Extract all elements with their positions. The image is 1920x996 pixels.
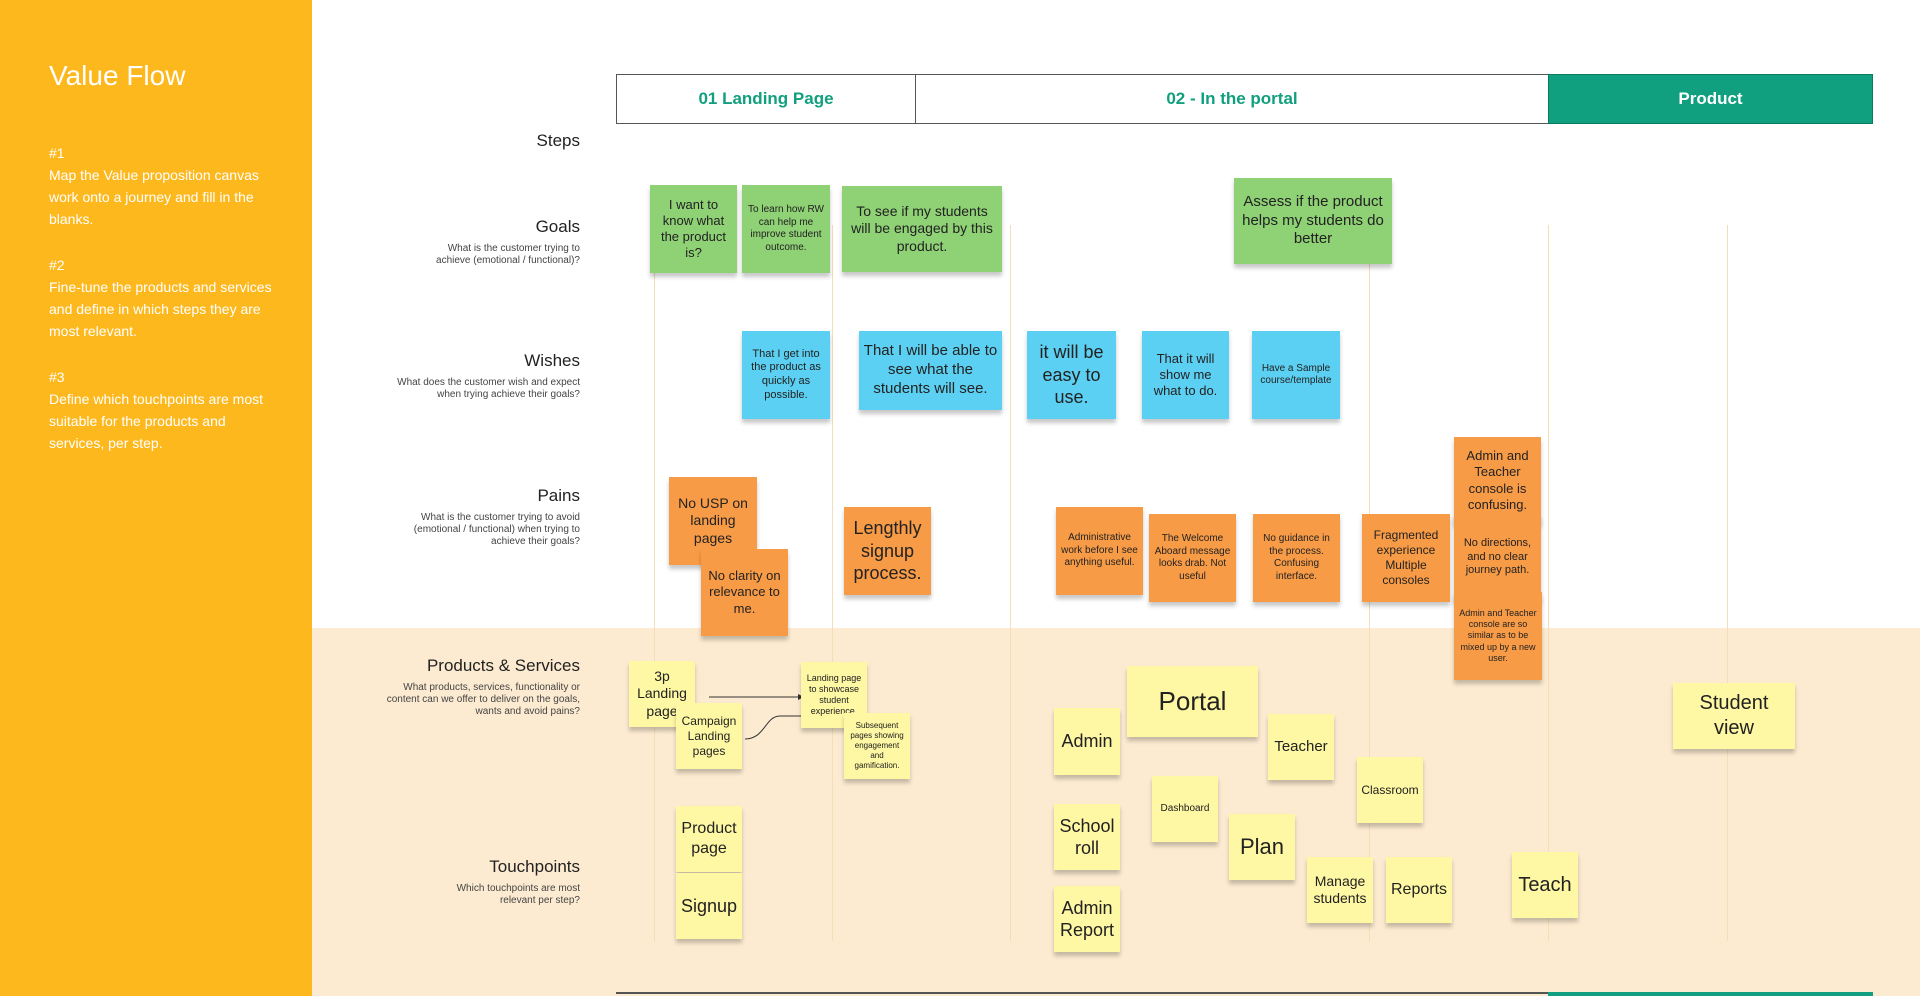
instruction-2-text: Fine-tune the products and services and …: [49, 279, 272, 339]
column-divider: [1548, 225, 1549, 941]
row-touchpoints-description: Which touchpoints are most relevant per …: [456, 883, 580, 906]
sticky-note-product[interactable]: Admin: [1054, 708, 1120, 775]
sticky-note-wish[interactable]: That it will show me what to do.: [1142, 331, 1229, 419]
sticky-note-product[interactable]: Student view: [1673, 683, 1795, 749]
sticky-note-touchpoint[interactable]: Manage students: [1307, 857, 1373, 923]
page-title: Value Flow: [49, 60, 186, 91]
row-goals-description: What is the customer trying to achieve (…: [436, 243, 580, 266]
sticky-note-product[interactable]: Portal: [1127, 666, 1258, 737]
footer-divider-product: [1548, 992, 1873, 996]
column-divider: [832, 225, 833, 941]
sticky-note-pain[interactable]: Admin and Teacher console is confusing.: [1454, 437, 1541, 524]
sticky-note-product[interactable]: Classroom: [1357, 757, 1423, 823]
sticky-note-pain[interactable]: No clarity on relevance to me.: [701, 549, 788, 636]
sidebar-panel: Value Flow #1 Map the Value proposition …: [0, 0, 312, 996]
sticky-note-product[interactable]: Teacher: [1268, 714, 1334, 780]
sticky-note-wish[interactable]: it will be easy to use.: [1027, 331, 1116, 419]
row-touchpoints-title: Touchpoints: [489, 857, 580, 876]
row-products-title: Products & Services: [426, 656, 580, 675]
row-pains-title: Pains: [537, 486, 580, 505]
instruction-1: #1 Map the Value proposition canvas work…: [49, 142, 279, 230]
sticky-note-product[interactable]: Campaign Landing pages: [676, 703, 742, 769]
row-pains: Pains What is the customer trying to avo…: [350, 486, 580, 548]
sticky-note-touchpoint[interactable]: Teach: [1512, 852, 1578, 918]
sticky-note-goal[interactable]: To see if my students will be engaged by…: [842, 186, 1002, 272]
stage-product[interactable]: Product: [1548, 74, 1873, 124]
sticky-note-wish[interactable]: That I get into the product as quickly a…: [742, 331, 830, 419]
sticky-note-touchpoint[interactable]: Reports: [1386, 857, 1452, 923]
sticky-note-goal[interactable]: To learn how RW can help me improve stud…: [742, 185, 830, 273]
instruction-2-number: #2: [49, 257, 65, 273]
column-divider: [654, 225, 655, 941]
footer-divider: [616, 992, 1548, 994]
instruction-1-text: Map the Value proposition canvas work on…: [49, 167, 259, 227]
sticky-note-pain[interactable]: Admin and Teacher console are so similar…: [1454, 592, 1542, 680]
row-pains-description: What is the customer trying to avoid (em…: [413, 512, 580, 547]
row-goals-title: Goals: [535, 217, 580, 236]
sticky-note-touchpoint[interactable]: Plan: [1229, 814, 1295, 880]
sticky-note-pain[interactable]: No directions, and no clear journey path…: [1454, 514, 1541, 601]
instruction-3: #3 Define which touchpoints are most sui…: [49, 366, 279, 454]
sticky-note-pain[interactable]: The Welcome Aboard message looks drab. N…: [1149, 514, 1236, 602]
row-wishes: Wishes What does the customer wish and e…: [350, 351, 580, 401]
sticky-note-wish[interactable]: Have a Sample course/template: [1252, 331, 1340, 419]
sticky-note-goal[interactable]: I want to know what the product is?: [650, 185, 737, 273]
sticky-note-pain[interactable]: Fragmented experience Multiple consoles: [1362, 514, 1450, 602]
stage-landing-page[interactable]: 01 Landing Page: [616, 74, 916, 124]
row-steps: Steps: [350, 131, 580, 151]
sticky-note-touchpoint[interactable]: School roll: [1054, 804, 1120, 870]
row-touchpoints: Touchpoints Which touchpoints are most r…: [350, 857, 580, 907]
sticky-note-product[interactable]: Subsequent pages showing engagement and …: [844, 713, 910, 779]
row-goals: Goals What is the customer trying to ach…: [350, 217, 580, 267]
sticky-note-touchpoint[interactable]: Product page: [676, 806, 742, 872]
column-divider: [1727, 225, 1728, 941]
row-steps-title: Steps: [536, 131, 580, 150]
sticky-note-pain[interactable]: Administrative work before I see anythin…: [1056, 507, 1143, 595]
row-wishes-description: What does the customer wish and expect w…: [397, 377, 580, 400]
column-divider: [1010, 225, 1011, 941]
instruction-3-number: #3: [49, 369, 65, 385]
instruction-1-number: #1: [49, 145, 65, 161]
sticky-note-touchpoint[interactable]: Signup: [676, 873, 742, 939]
row-products-services: Products & Services What products, servi…: [350, 656, 580, 718]
sticky-note-touchpoint[interactable]: Admin Report: [1054, 886, 1120, 952]
instruction-3-text: Define which touchpoints are most suitab…: [49, 391, 263, 451]
sticky-note-pain[interactable]: No guidance in the process. Confusing in…: [1253, 514, 1340, 602]
stage-in-the-portal[interactable]: 02 - In the portal: [915, 74, 1549, 124]
row-products-description: What products, services, functionality o…: [386, 682, 580, 717]
row-wishes-title: Wishes: [524, 351, 580, 370]
sticky-note-wish[interactable]: That I will be able to see what the stud…: [859, 331, 1002, 410]
sticky-note-touchpoint[interactable]: Dashboard: [1152, 776, 1218, 842]
sticky-note-pain[interactable]: Lengthly signup process.: [844, 507, 931, 595]
sticky-note-product[interactable]: 3p Landing page: [629, 661, 695, 727]
sticky-note-goal[interactable]: Assess if the product helps my students …: [1234, 178, 1392, 264]
instruction-2: #2 Fine-tune the products and services a…: [49, 254, 279, 342]
